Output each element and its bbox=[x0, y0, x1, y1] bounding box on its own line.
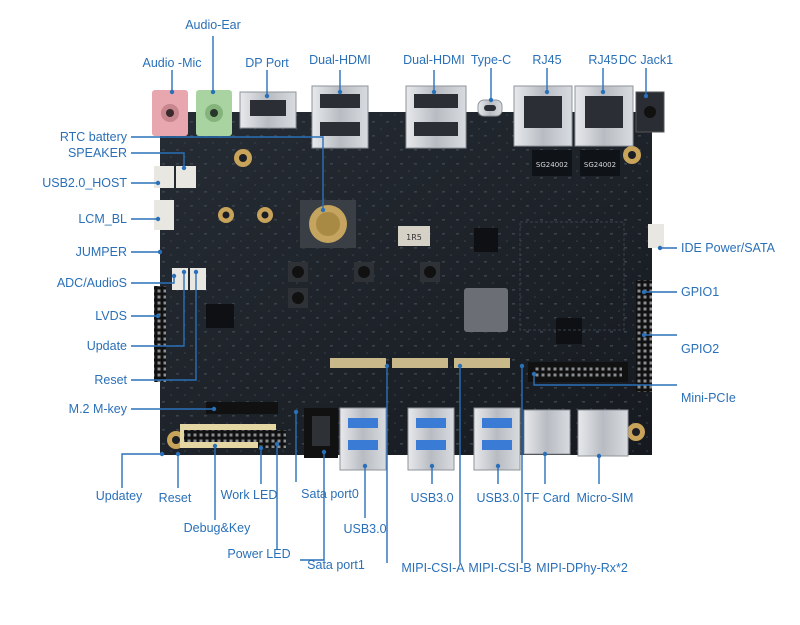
rj45-port-2 bbox=[574, 85, 634, 147]
board-buttons bbox=[288, 262, 440, 308]
ic-chip-left bbox=[206, 304, 234, 328]
dc-jack bbox=[635, 91, 665, 133]
inductor bbox=[398, 226, 430, 246]
label-reset-bottom: Reset bbox=[158, 491, 192, 505]
soc-chip bbox=[464, 288, 508, 332]
leader-lines bbox=[121, 36, 677, 563]
label-tf-card: TF Card bbox=[524, 491, 570, 505]
ethernet-chip-2-marking: SG24002 bbox=[584, 161, 616, 169]
label-rj45-1: RJ45 bbox=[532, 53, 562, 67]
mipi-connector-a bbox=[330, 358, 386, 368]
label-updatey: Updatey bbox=[95, 489, 143, 503]
label-adc-audios: ADC/AudioS bbox=[56, 276, 127, 290]
label-lvds: LVDS bbox=[95, 309, 127, 323]
label-sata-port1: Sata port1 bbox=[307, 558, 365, 572]
ethernet-chip-2: SG24002 bbox=[580, 150, 620, 176]
label-usb30-a: USB3.0 bbox=[410, 491, 454, 505]
label-gpio1: GPIO1 bbox=[681, 285, 720, 299]
ic-chip-right bbox=[556, 318, 582, 344]
label-work-led: Work LED bbox=[220, 488, 278, 502]
tf-card-slot bbox=[523, 409, 571, 455]
usb30-port-a bbox=[407, 407, 455, 471]
ic-chip bbox=[474, 228, 498, 252]
led-header bbox=[258, 430, 286, 448]
rj45-port-1 bbox=[513, 85, 573, 147]
label-mini-pcie: Mini-PCIe bbox=[681, 391, 736, 405]
label-mipi-dphy: MIPI-DPhy-Rx*2 bbox=[536, 561, 628, 575]
label-rj45-2: RJ45 bbox=[588, 53, 618, 67]
label-usb20-host: USB2.0_HOST bbox=[42, 176, 127, 190]
sata-port-0 bbox=[304, 408, 338, 458]
label-debug-key: Debug&Key bbox=[183, 521, 251, 535]
micro-sim-slot bbox=[577, 409, 629, 457]
label-usb30-b: USB3.0 bbox=[476, 491, 520, 505]
label-rtc-battery: RTC battery bbox=[59, 130, 127, 144]
label-dp-port: DP Port bbox=[245, 56, 289, 70]
lvds-header bbox=[154, 286, 166, 382]
dual-hdmi-1 bbox=[311, 85, 369, 149]
label-mipi-csi-b: MIPI-CSI-B bbox=[468, 561, 532, 575]
label-dual-hdmi-1: Dual-HDMI bbox=[309, 53, 371, 67]
label-sata-port0: Sata port0 bbox=[301, 487, 359, 501]
label-gpio2: GPIO2 bbox=[681, 342, 720, 356]
label-power-led: Power LED bbox=[227, 547, 291, 561]
mipi-connector-b bbox=[392, 358, 448, 368]
audio-mic-jack bbox=[152, 90, 188, 136]
usb30-port-center bbox=[339, 407, 387, 471]
label-mipi-csi-a: MIPI-CSI-A bbox=[401, 561, 465, 575]
label-speaker: SPEAKER bbox=[67, 146, 127, 160]
dp-port bbox=[239, 91, 297, 129]
rtc-battery-holder bbox=[300, 200, 356, 248]
label-micro-sim: Micro-SIM bbox=[576, 491, 634, 505]
label-audio-ear: Audio-Ear bbox=[185, 18, 241, 32]
label-ide-power-sata: IDE Power/SATA bbox=[681, 241, 776, 255]
label-jumper: JUMPER bbox=[75, 245, 127, 259]
ethernet-chip-1: SG24002 bbox=[532, 150, 572, 176]
label-dc-jack: DC Jack1 bbox=[618, 53, 674, 67]
m2-slot bbox=[206, 402, 278, 414]
label-reset-left: Reset bbox=[94, 373, 127, 387]
label-m2-mkey: M.2 M-key bbox=[68, 402, 127, 416]
label-usb30-center: USB3.0 bbox=[343, 522, 387, 536]
module-area bbox=[519, 221, 625, 331]
audio-ear-jack bbox=[196, 90, 232, 136]
ethernet-chip-1-marking: SG24002 bbox=[536, 161, 568, 169]
mipi-connector-c bbox=[454, 358, 510, 368]
label-type-c: Type-C bbox=[470, 53, 512, 67]
label-lcm-bl: LCM_BL bbox=[78, 212, 127, 226]
label-audio-mic: Audio -Mic bbox=[142, 56, 202, 70]
dual-hdmi-2 bbox=[405, 85, 467, 149]
label-update: Update bbox=[86, 339, 127, 353]
label-dual-hdmi-2: Dual-HDMI bbox=[403, 53, 465, 67]
usb30-port-b bbox=[473, 407, 521, 471]
type-c-port bbox=[477, 99, 503, 117]
inductor-marking: 1R5 bbox=[406, 233, 422, 242]
leader-endpoints bbox=[155, 89, 663, 469]
